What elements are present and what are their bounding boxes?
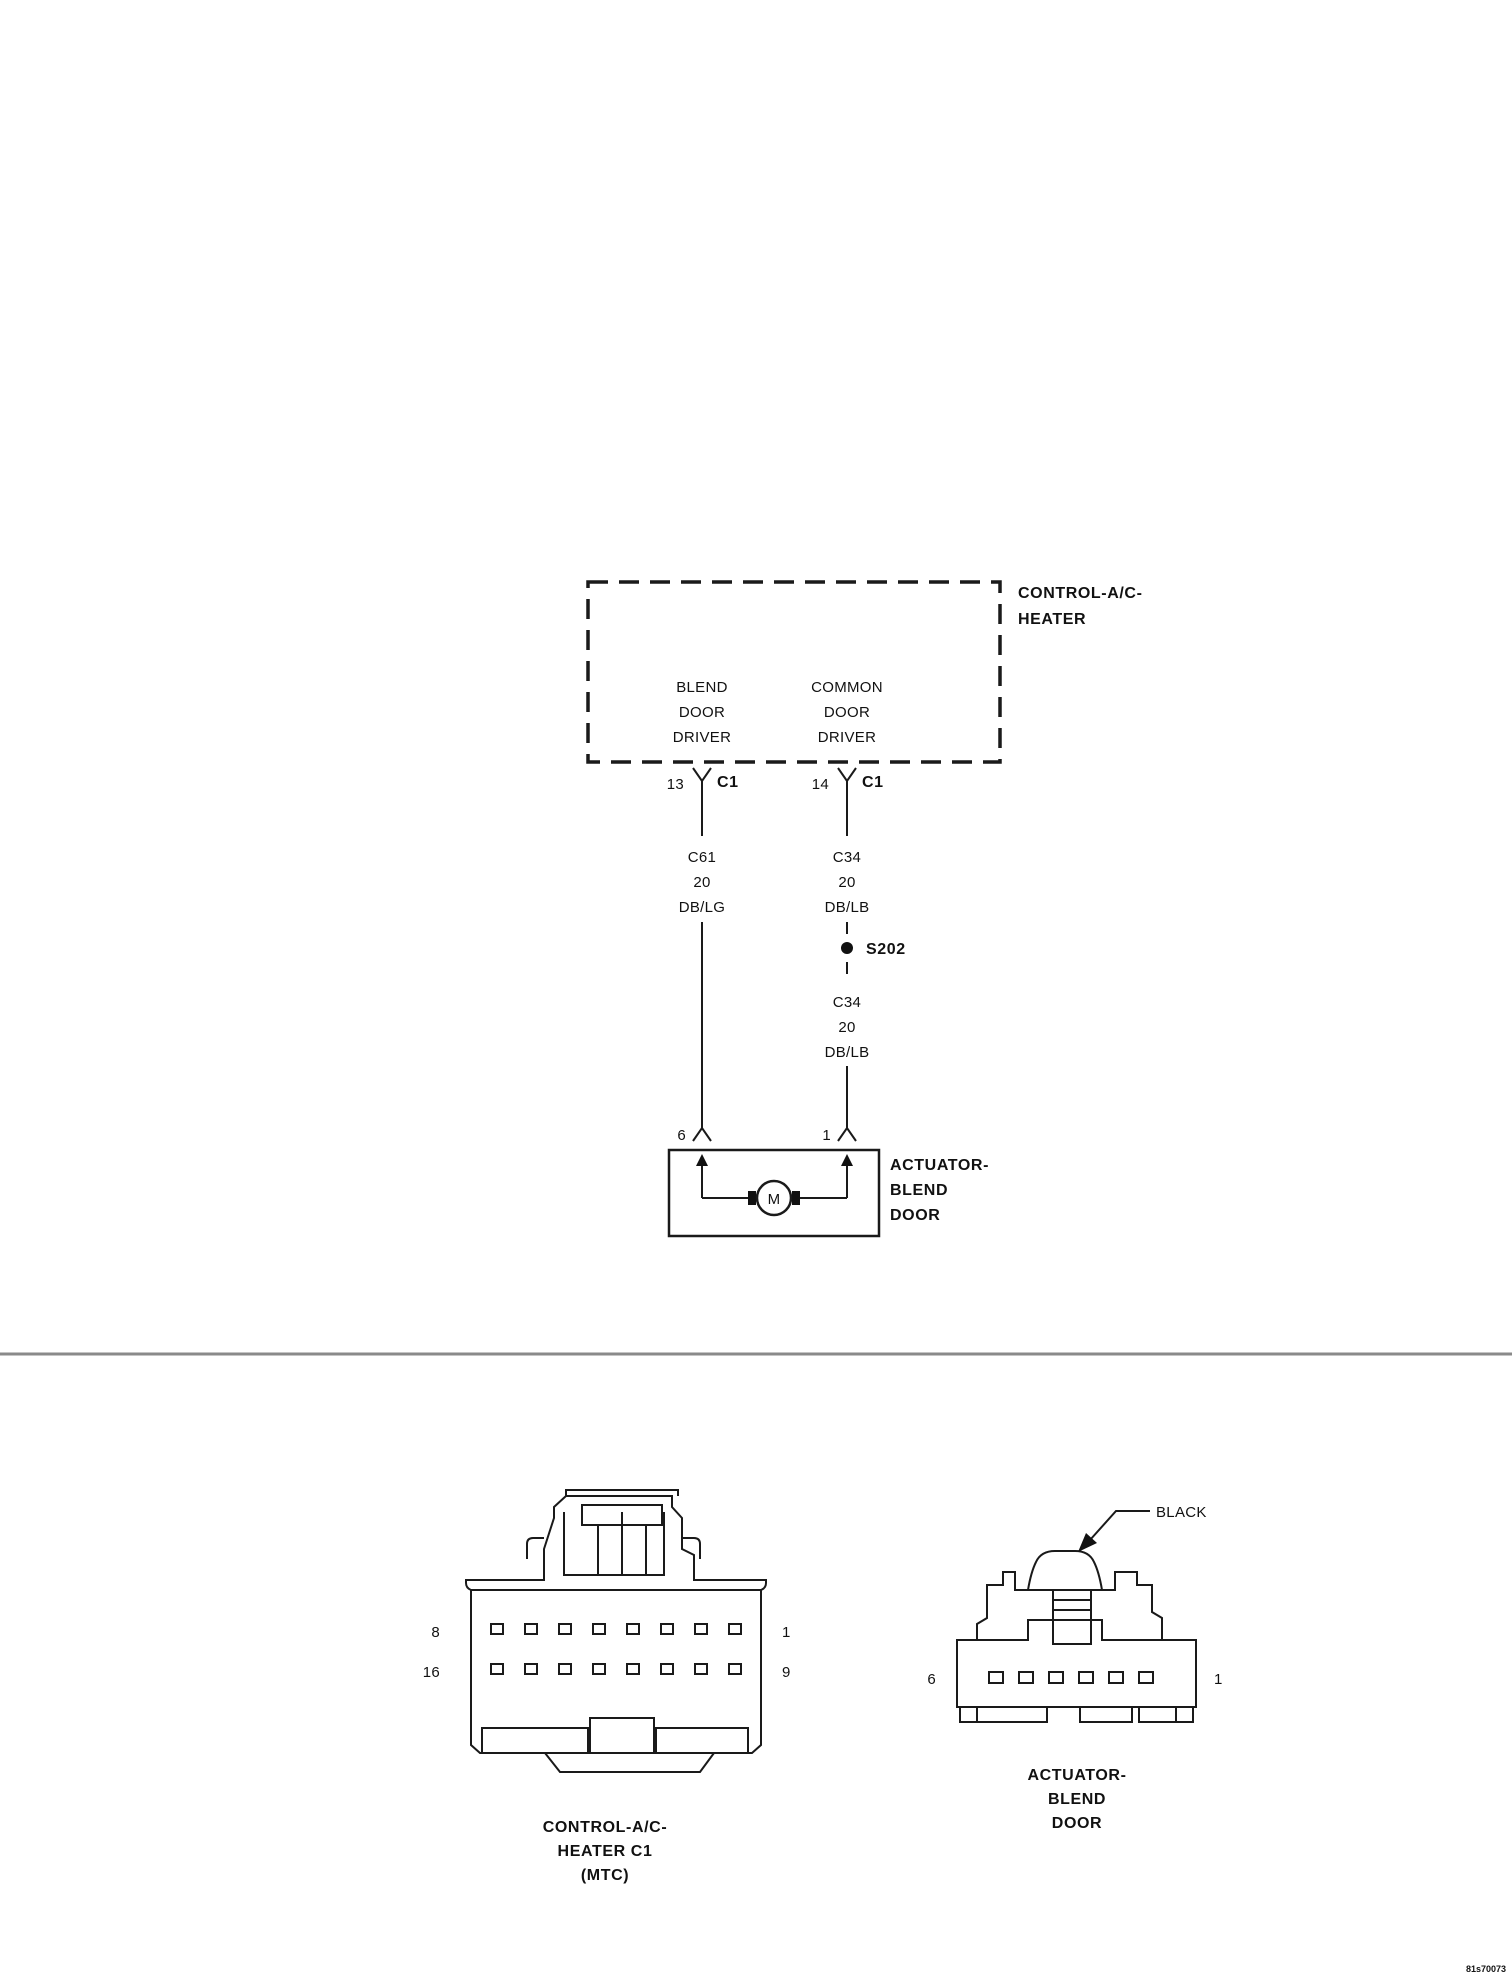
control-connector-pin-8: 8 <box>431 1624 440 1641</box>
common-door-driver-label-1: COMMON <box>811 679 883 696</box>
actuator-title-line3: DOOR <box>890 1207 940 1224</box>
connector-right-name: C1 <box>862 774 884 791</box>
actuator-connector-caption-line1: ACTUATOR- <box>1027 1767 1126 1784</box>
actuator-pin-right-number: 1 <box>822 1127 831 1144</box>
blend-door-driver-label-3: DRIVER <box>673 729 731 746</box>
control-module-title-line1: CONTROL-A/C- <box>1018 585 1143 602</box>
wire-left-color: DB/LG <box>679 899 726 916</box>
actuator-connector-caption-line2: BLEND <box>1048 1791 1106 1808</box>
actuator-pin-left-number: 6 <box>677 1127 686 1144</box>
actuator-connector-pin1 <box>837 1126 857 1142</box>
actuator-connector-color-callout: BLACK <box>1156 1504 1207 1521</box>
control-connector-pin-16: 16 <box>423 1664 440 1681</box>
actuator-title-line1: ACTUATOR- <box>890 1157 989 1174</box>
control-connector-pin-9: 9 <box>782 1664 791 1681</box>
control-module-box <box>586 580 1002 764</box>
control-connector-caption-line1: CONTROL-A/C- <box>543 1819 668 1836</box>
motor-symbol <box>755 1179 793 1217</box>
actuator-title-line2: BLEND <box>890 1182 948 1199</box>
control-connector-caption-line3: (MTC) <box>581 1867 629 1884</box>
blend-door-driver-label-1: BLEND <box>676 679 728 696</box>
actuator-connector-face-view <box>956 1550 1197 1723</box>
actuator-connector-pin-6: 6 <box>927 1671 936 1688</box>
splice-s202-label: S202 <box>866 941 906 958</box>
connector-left-name: C1 <box>717 774 739 791</box>
wire-right-lower-color: DB/LB <box>825 1044 870 1061</box>
motor-symbol-letter: M <box>768 1191 781 1208</box>
wire-right-lower-gauge: 20 <box>838 1019 855 1036</box>
control-module-title-line2: HEATER <box>1018 611 1086 628</box>
connector-c1-pin13 <box>692 767 712 836</box>
actuator-connector-caption-line3: DOOR <box>1052 1815 1102 1832</box>
black-callout-arrow <box>1078 1510 1150 1552</box>
control-connector-caption-line2: HEATER C1 <box>558 1843 653 1860</box>
actuator-box <box>667 1148 881 1238</box>
actuator-connector-pin6 <box>692 1126 712 1142</box>
connector-right-pin-number: 14 <box>812 776 829 793</box>
blend-door-driver-label-2: DOOR <box>679 704 725 721</box>
wire-left-gauge: 20 <box>693 874 710 891</box>
wire-right-upper-color: DB/LB <box>825 899 870 916</box>
common-door-driver-label-2: DOOR <box>824 704 870 721</box>
actuator-connector-pin-1: 1 <box>1214 1671 1223 1688</box>
control-connector-pin-1: 1 <box>782 1624 791 1641</box>
connector-c1-pin14 <box>837 767 857 836</box>
wire-right-lower-circuit: C34 <box>833 994 861 1011</box>
wire-left-circuit: C61 <box>688 849 716 866</box>
wire-right-upper-gauge: 20 <box>838 874 855 891</box>
connector-left-pin-number: 13 <box>667 776 684 793</box>
actuator-internal-wiring <box>696 1154 853 1205</box>
splice-s202-dot <box>841 942 853 954</box>
common-door-driver-label-3: DRIVER <box>818 729 876 746</box>
wire-right-upper-circuit: C34 <box>833 849 861 866</box>
control-connector-face-view <box>465 1489 767 1773</box>
figure-id: 81s70073 <box>1466 1964 1506 1974</box>
